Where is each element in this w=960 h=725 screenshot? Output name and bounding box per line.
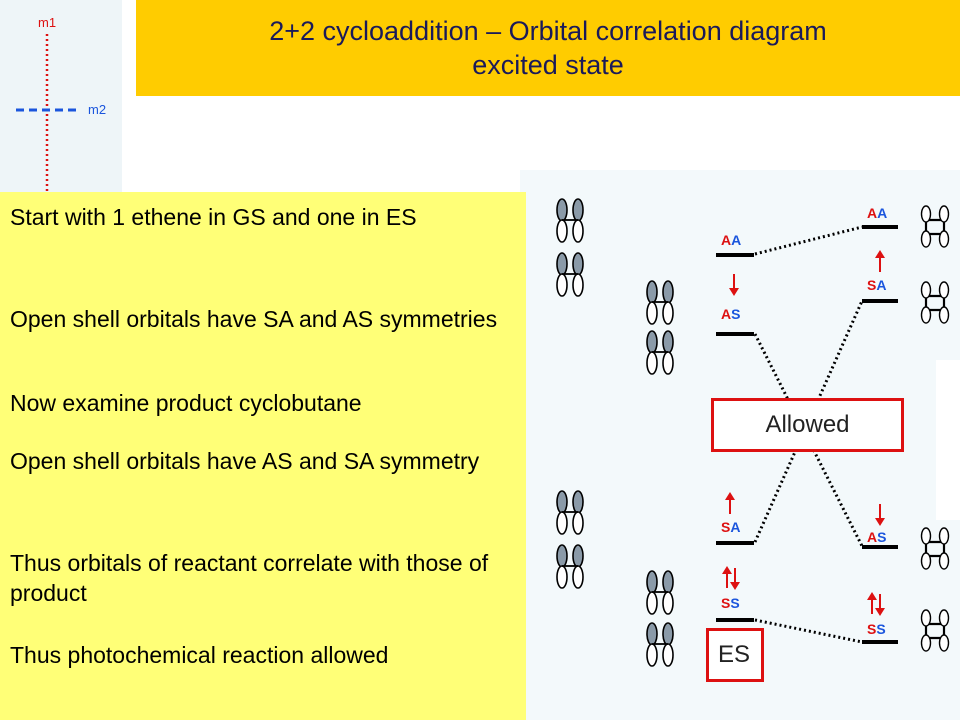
level-reactant-as-label: AS bbox=[721, 306, 740, 322]
level-product-ss-label: SS bbox=[867, 621, 886, 637]
product-ss-picture bbox=[920, 608, 950, 653]
reactant-aa-picture-top bbox=[557, 199, 583, 242]
electron-up-arrow-product-ss bbox=[866, 591, 878, 615]
level-product-aa-label: AA bbox=[867, 205, 887, 221]
level-reactant-ss-label: SS bbox=[721, 595, 740, 611]
notes-box: Start with 1 ethene in GS and one in ES … bbox=[0, 192, 526, 720]
level-product-as-label: AS bbox=[867, 529, 886, 545]
title-line-2: excited state bbox=[472, 50, 624, 80]
reactant-orbital-pictures bbox=[557, 199, 673, 666]
reactant-ss-picture-bottom bbox=[647, 623, 673, 666]
es-callout: ES bbox=[706, 628, 764, 682]
note-5: Thus orbitals of reactant correlate with… bbox=[10, 550, 489, 606]
mirror-plane-panel: m1 m2 bbox=[0, 0, 122, 195]
electron-up-arrow-reactant-sa bbox=[724, 491, 736, 515]
title-banner: 2+2 cycloaddition – Orbital correlation … bbox=[136, 0, 960, 96]
note-1: Start with 1 ethene in GS and one in ES bbox=[10, 204, 417, 230]
mirror-label-m1: m1 bbox=[38, 15, 56, 30]
electron-down-arrow-product-as bbox=[874, 503, 886, 527]
reactant-sa-picture-top bbox=[557, 491, 583, 534]
reactant-ss-picture-top bbox=[647, 571, 673, 614]
product-sa-picture bbox=[920, 280, 950, 325]
mirror-label-m2: m2 bbox=[88, 102, 106, 117]
level-product-sa-label: SA bbox=[867, 277, 886, 293]
electron-down-arrow-reactant-as bbox=[728, 273, 740, 297]
reactant-as-picture-bottom bbox=[647, 331, 673, 374]
level-reactant-aa-label: AA bbox=[721, 232, 741, 248]
background-patch bbox=[936, 360, 960, 520]
title-line-1: 2+2 cycloaddition – Orbital correlation … bbox=[269, 16, 827, 46]
electron-down-arrow-reactant-ss bbox=[729, 567, 741, 591]
correlation-ss-ss bbox=[754, 618, 863, 644]
allowed-callout: Allowed bbox=[711, 398, 904, 452]
electron-down-arrow-product-ss bbox=[874, 593, 886, 617]
product-as-picture bbox=[920, 526, 950, 571]
correlation-aa-aa bbox=[754, 225, 863, 256]
note-3: Now examine product cyclobutane bbox=[10, 390, 362, 416]
level-reactant-sa-label: SA bbox=[721, 519, 740, 535]
note-4: Open shell orbitals have AS and SA symme… bbox=[10, 448, 480, 474]
electron-up-arrow-reactant-ss bbox=[721, 565, 733, 589]
note-6: Thus photochemical reaction allowed bbox=[10, 642, 389, 668]
mirror-plane-svg: m1 m2 bbox=[16, 15, 106, 195]
electron-up-arrow-product-sa bbox=[874, 249, 886, 273]
reactant-aa-picture-bottom bbox=[557, 253, 583, 296]
reactant-levels: AA AS SA SS bbox=[716, 232, 754, 622]
note-2: Open shell orbitals have SA and AS symme… bbox=[10, 306, 498, 332]
product-aa-picture bbox=[920, 204, 950, 249]
reactant-as-picture-top bbox=[647, 281, 673, 324]
product-levels: AA SA AS SS bbox=[862, 205, 898, 644]
reactant-sa-picture-bottom bbox=[557, 545, 583, 588]
correlation-diagram-svg: AA AS SA SS AA SA AS SS bbox=[520, 170, 950, 720]
